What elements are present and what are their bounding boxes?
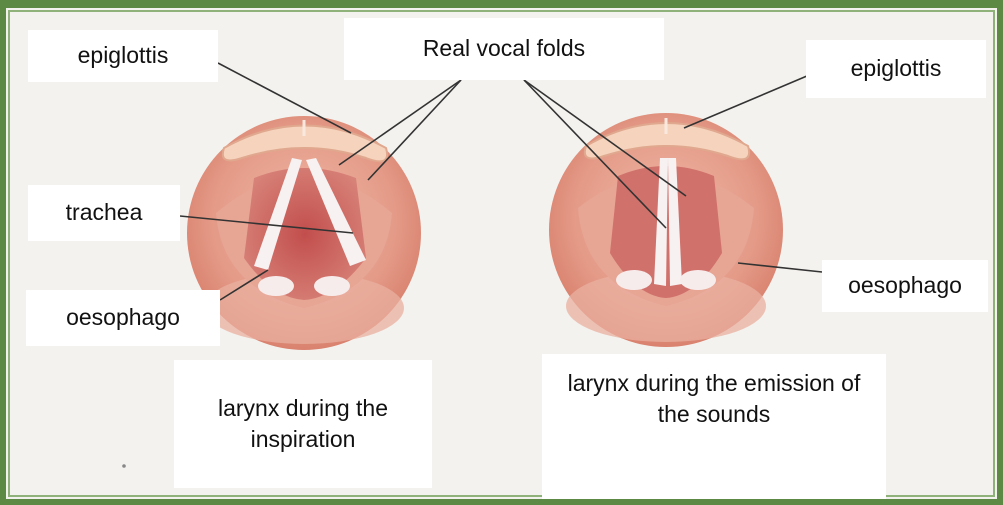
caption-emission: larynx during the emission of the sounds <box>542 354 886 505</box>
label-real-vocal-folds: Real vocal folds <box>344 18 664 80</box>
caption-inspiration: larynx during the inspiration <box>174 360 432 488</box>
label-trachea: trachea <box>28 185 180 241</box>
label-epiglottis-left: epiglottis <box>28 30 218 82</box>
label-oesophago-left: oesophago <box>26 290 220 346</box>
label-epiglottis-right: epiglottis <box>806 40 986 98</box>
larynx-inspiration <box>187 116 421 350</box>
label-oesophago-right: oesophago <box>822 260 988 312</box>
larynx-emission <box>549 113 783 347</box>
